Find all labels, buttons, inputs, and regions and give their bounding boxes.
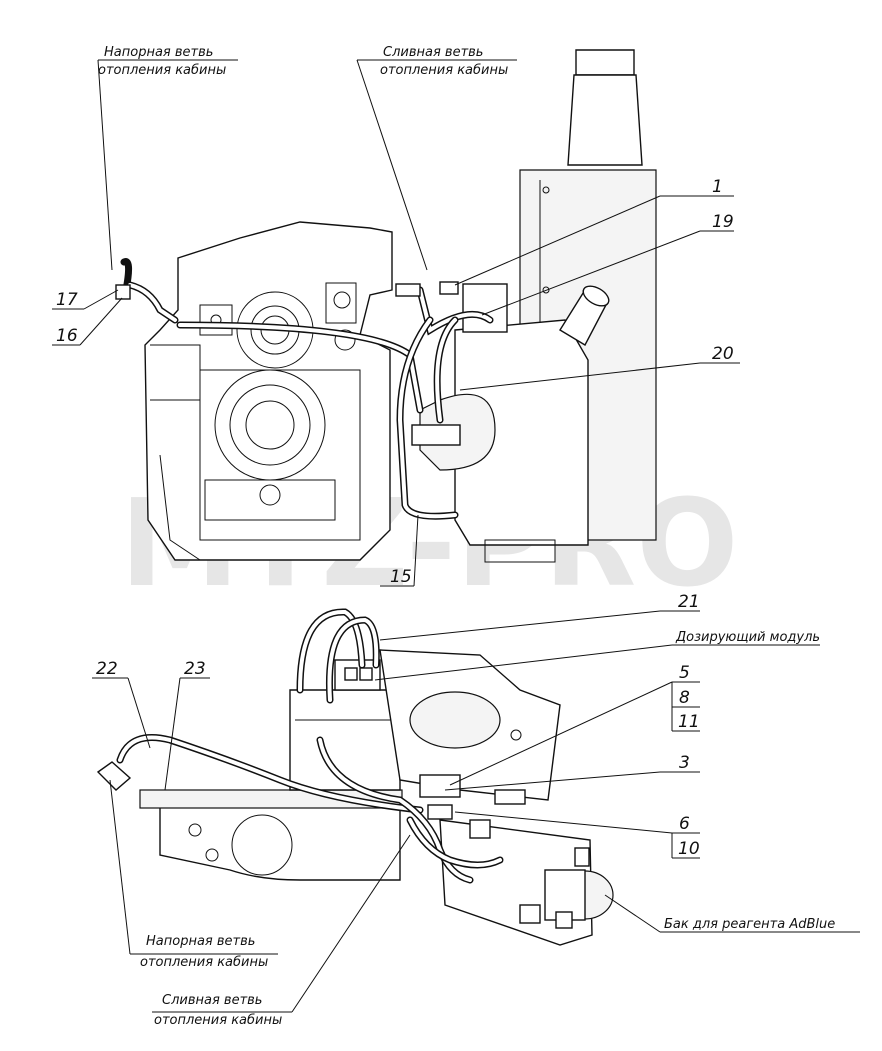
bottom-return-branch-line1: Сливная ветвь	[162, 993, 262, 1008]
dosing-module-caption: Дозирующий модуль	[675, 630, 820, 645]
adblue-bracket	[439, 819, 614, 946]
top-view: Напорная ветвь отопления кабины Сливная …	[52, 45, 740, 587]
callout-8: 8	[679, 688, 690, 708]
callout-15: 15	[390, 567, 412, 587]
callout-20: 20	[712, 344, 734, 364]
engine-block-side	[139, 689, 403, 881]
callout-17: 17	[56, 290, 78, 310]
leaders-top	[52, 59, 740, 587]
engine-front-housing	[144, 221, 393, 561]
callout-22: 22	[96, 659, 118, 679]
callout-11: 11	[678, 712, 700, 732]
bottom-return-branch-line2: отопления кабины	[154, 1013, 282, 1028]
bottom-captions: 21 Дозирующий модуль 5 8 11 3 6 10 22 23…	[96, 592, 835, 1028]
reagent-tank-bottom	[379, 649, 561, 805]
callout-5: 5	[679, 663, 690, 683]
top-captions: Напорная ветвь отопления кабины Сливная …	[56, 45, 734, 587]
hoses-top	[115, 258, 494, 520]
callout-16: 16	[56, 326, 78, 346]
return-branch-caption-line2: отопления кабины	[380, 63, 508, 78]
callout-3: 3	[679, 753, 690, 773]
bottom-supply-branch-line2: отопления кабины	[140, 955, 268, 970]
callout-1: 1	[712, 177, 723, 197]
supply-branch-caption-line1: Напорная ветвь	[104, 45, 213, 60]
supply-branch-caption-line2: отопления кабины	[98, 63, 226, 78]
callout-6: 6	[679, 814, 690, 834]
adblue-tank-caption: Бак для реагента AdBlue	[664, 917, 835, 932]
callout-21: 21	[678, 592, 700, 612]
callout-10: 10	[678, 839, 700, 859]
callout-23: 23	[184, 659, 206, 679]
bottom-view: 21 Дозирующий модуль 5 8 11 3 6 10 22 23…	[92, 592, 860, 1028]
bottom-supply-branch-line1: Напорная ветвь	[146, 934, 255, 949]
callout-19: 19	[712, 212, 734, 232]
hoses-bottom	[96, 608, 504, 884]
leaders-bottom	[92, 610, 860, 1013]
return-branch-caption-line1: Сливная ветвь	[383, 45, 483, 60]
